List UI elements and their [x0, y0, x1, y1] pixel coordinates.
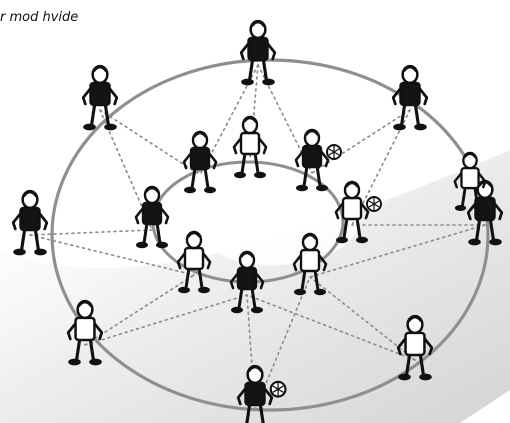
shoe — [254, 172, 266, 178]
shoe — [156, 242, 168, 248]
shoe — [204, 187, 216, 193]
shoe — [398, 374, 411, 381]
player-o3 — [393, 66, 427, 130]
player-jersey — [303, 146, 321, 167]
shoe — [336, 237, 348, 243]
shoe — [356, 237, 368, 243]
shoe — [89, 359, 102, 366]
shoe — [489, 239, 502, 246]
shoe — [184, 187, 196, 193]
shoe — [34, 249, 47, 256]
shoe — [178, 287, 190, 293]
player-i1 — [184, 132, 216, 193]
player-jersey — [21, 208, 40, 230]
shoe — [414, 124, 427, 131]
ball-icon — [271, 382, 286, 397]
shoe — [455, 205, 466, 211]
pass-line — [30, 230, 152, 235]
shoe — [13, 249, 26, 256]
shoe — [468, 239, 481, 246]
shoe — [104, 124, 117, 131]
shoe — [314, 289, 326, 295]
shoe — [234, 172, 246, 178]
player-jersey — [249, 38, 268, 60]
player-jersey — [76, 318, 95, 340]
shoe — [262, 79, 275, 86]
shoe — [136, 242, 148, 248]
shoe — [198, 287, 210, 293]
player-jersey — [343, 198, 361, 219]
player-jersey — [241, 133, 259, 154]
player-jersey — [238, 268, 256, 289]
shoe — [83, 124, 96, 131]
player-o1 — [241, 21, 275, 85]
player-o5 — [13, 191, 47, 255]
player-jersey — [91, 83, 110, 105]
ball-icon — [367, 197, 381, 211]
player-jersey — [246, 383, 265, 405]
shoe — [393, 124, 406, 131]
player-jersey — [401, 83, 420, 105]
player-i2 — [234, 117, 266, 178]
shoe — [251, 307, 263, 313]
shoe — [474, 205, 485, 211]
shoe — [231, 307, 243, 313]
player-legs — [22, 229, 39, 250]
player-jersey — [185, 248, 203, 269]
shoe — [294, 289, 306, 295]
shoe — [419, 374, 432, 381]
player-o2 — [83, 66, 117, 130]
shoe — [68, 359, 81, 366]
player-jersey — [143, 203, 161, 224]
shoe — [241, 79, 254, 86]
shoe — [296, 185, 308, 191]
shoe — [316, 185, 328, 191]
player-jersey — [191, 148, 209, 169]
player-jersey — [406, 333, 425, 355]
player-jersey — [461, 168, 478, 188]
player-jersey — [301, 250, 319, 271]
ball-icon — [327, 145, 341, 159]
